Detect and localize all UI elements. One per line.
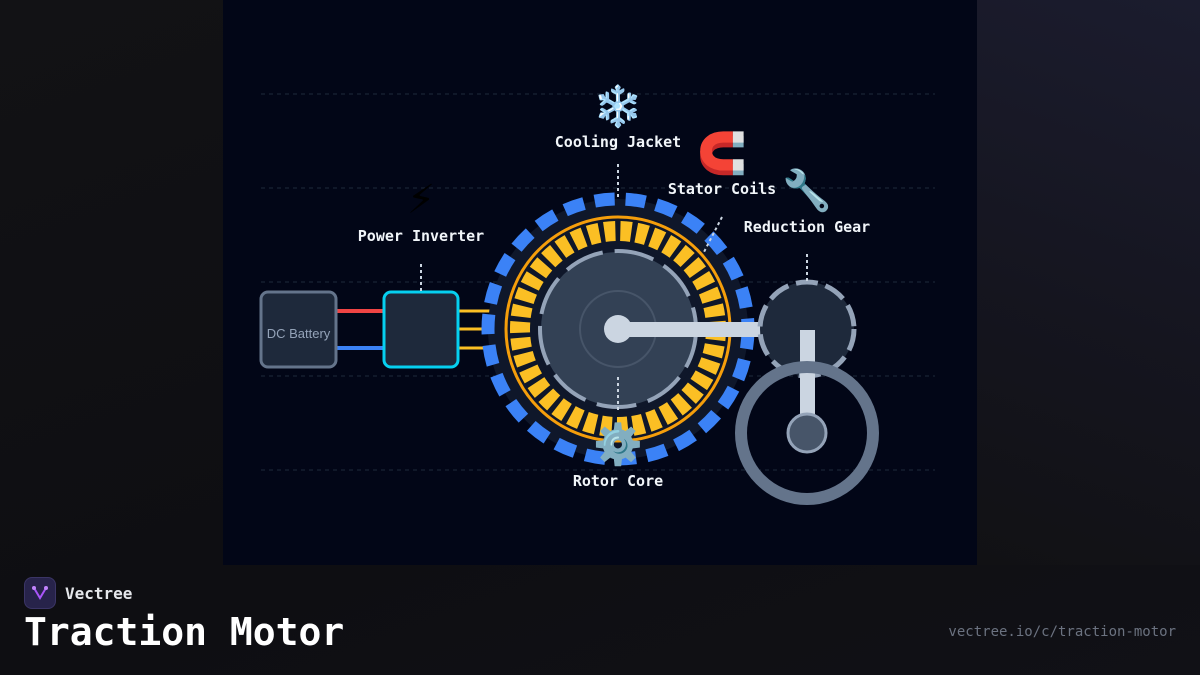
page-title: Traction Motor	[24, 610, 345, 654]
shaft-hub	[604, 315, 632, 343]
dc-battery[interactable]: DC Battery	[259, 290, 338, 369]
motor[interactable]	[481, 192, 764, 466]
source-url[interactable]: vectree.io/c/traction-motor	[948, 624, 1176, 640]
wrench-icon: 🔧	[782, 166, 832, 214]
brand-name: Vectree	[65, 583, 133, 603]
output-shaft	[800, 330, 815, 425]
power-inverter[interactable]	[382, 290, 460, 369]
wheel-ring	[735, 361, 879, 505]
brand: Vectree	[24, 577, 132, 609]
label-rotor-core: Rotor Core	[573, 472, 663, 490]
vectree-logo-icon	[24, 577, 56, 609]
battery-label: DC Battery	[267, 326, 331, 341]
label-cooling-jacket: Cooling Jacket	[555, 133, 681, 151]
background-right	[977, 0, 1200, 565]
snowflake-icon: ❄️	[593, 83, 643, 130]
leader-lines	[420, 164, 808, 410]
label-power-inverter: Power Inverter	[358, 227, 484, 245]
magnet-icon: 🧲	[697, 130, 747, 177]
reduction-gear[interactable]	[735, 279, 879, 505]
gear-icon: ⚙️	[593, 421, 643, 468]
label-reduction-gear: Reduction Gear	[744, 218, 870, 236]
lightning-icon: ⚡	[407, 177, 435, 223]
leader-stator	[703, 216, 723, 253]
drive-shaft	[618, 322, 764, 337]
wheel-hub	[786, 412, 828, 454]
label-stator-coils: Stator Coils	[668, 180, 776, 198]
